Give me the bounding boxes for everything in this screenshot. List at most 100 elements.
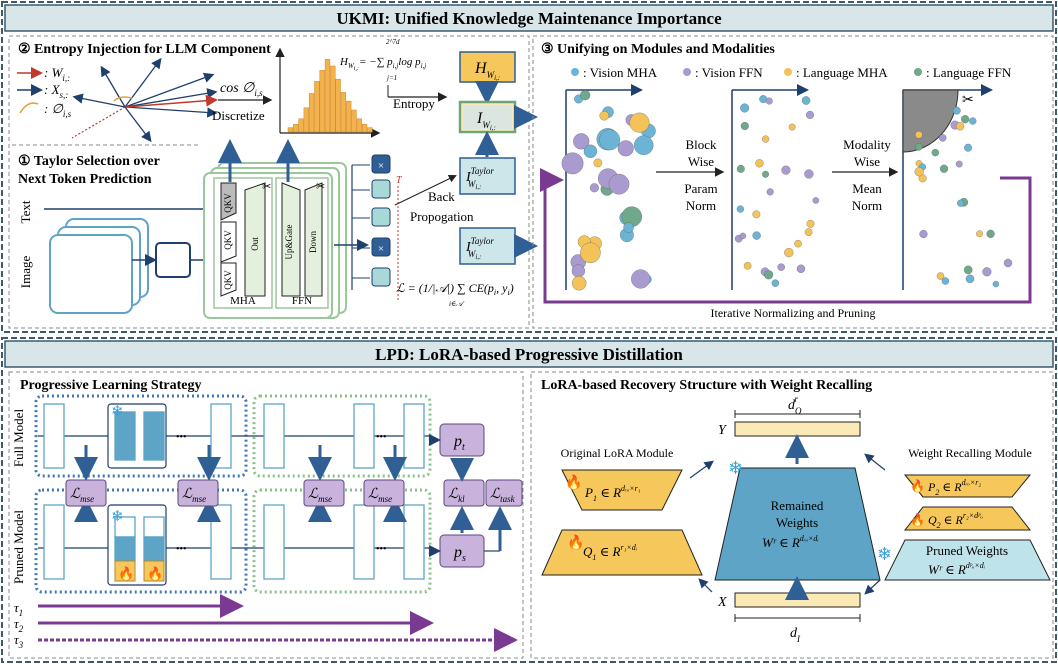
scissors-icon-ffn: ✂ — [316, 181, 325, 193]
hist-bar — [330, 65, 336, 133]
importance-dot — [969, 117, 977, 125]
importance-dot — [599, 110, 610, 121]
importance-dot — [914, 167, 924, 177]
text-label: Text — [18, 200, 33, 223]
hist-bar — [367, 127, 373, 133]
importance-dot — [804, 228, 813, 236]
taylor-heading-1: ① Taylor Selection over — [18, 154, 160, 169]
importance-dot — [919, 230, 928, 239]
importance-dot — [599, 129, 620, 151]
cos-label: cos ∅i,s — [220, 81, 263, 98]
p1-label: P1 ∈ Rdᵣₒ×r₁ — [584, 484, 641, 503]
layer-column — [210, 403, 232, 469]
strategy-panel — [8, 371, 524, 659]
snowflake-icon: ❄ — [111, 509, 124, 525]
iterative-loop-arrow — [540, 168, 1032, 304]
layer-column — [353, 504, 375, 580]
p2-label: P2 ∈ Rdᵣₒ×r₂ — [927, 478, 981, 497]
importance-dot — [915, 131, 923, 139]
pruned-weights-formula: Wʳ ∈ Rdᵖₒ×dᵢ — [928, 561, 985, 577]
i-box-label: IWi,: — [476, 110, 496, 132]
pt-label: pt — [453, 433, 465, 453]
importance-dot — [957, 199, 965, 207]
qkv-bottom-label: QKV — [223, 270, 233, 290]
hist-bar — [319, 70, 325, 133]
importance-dot — [743, 262, 752, 270]
importance-dot — [740, 121, 749, 130]
strategy-heading: Progressive Learning Strategy — [20, 378, 201, 393]
mean-norm-label: Norm — [852, 198, 882, 213]
ukmi-left-panel — [8, 35, 530, 329]
ukmi-title: UKMI: Unified Knowledge Maintenance Impo… — [336, 9, 722, 28]
qkv-bottom — [220, 262, 237, 297]
remained-label-2: Weights — [776, 515, 818, 530]
layer-column — [403, 504, 425, 580]
histogram — [275, 47, 381, 138]
fire-icon-p2: 🔥 — [910, 479, 925, 493]
importance-dot — [992, 280, 999, 288]
importance-dot — [736, 164, 745, 173]
importance-dot — [777, 263, 785, 271]
backprop-label-1: Back — [428, 189, 455, 204]
recalling-label: Weight Recalling Module — [908, 446, 1032, 460]
out-block — [244, 182, 266, 297]
lora-block — [143, 560, 165, 582]
importance-dot — [976, 230, 983, 238]
layer-column — [403, 403, 425, 469]
layer-column — [353, 403, 375, 469]
pruned-weights-trapezoid — [884, 539, 1051, 581]
unify-plot-3: ✂ — [902, 84, 993, 290]
original-lora-label: Original LoRA Module — [561, 446, 674, 460]
fire-icon: 🔥 — [147, 566, 163, 581]
y-bar — [734, 421, 861, 437]
importance-dot — [573, 133, 590, 150]
vision-encoder-box — [155, 242, 191, 278]
output-token — [371, 154, 391, 174]
q2-trapezoid — [903, 506, 1032, 531]
importance-dot — [939, 164, 949, 173]
legend-phi: : ∅i,s — [44, 101, 72, 119]
importance-dot — [583, 144, 598, 158]
importance-dot — [986, 229, 995, 238]
loss-box — [363, 479, 405, 507]
importance-dot — [766, 188, 774, 196]
output-tokens: ×× — [352, 154, 391, 287]
layer-column — [143, 411, 165, 461]
loss-box — [65, 479, 107, 507]
qkv-top-label: QKV — [223, 193, 233, 213]
legend-x: : Xs,: — [44, 82, 68, 100]
pruned-weights-label: Pruned Weights — [926, 543, 1008, 558]
importance-dot — [765, 97, 773, 105]
importance-dot — [936, 272, 945, 280]
ukmi-outer-frame — [1, 1, 1057, 333]
iterative-label: Iterative Normalizing and Pruning — [711, 306, 876, 320]
hist-bar — [314, 81, 320, 133]
lora-panel — [530, 371, 1054, 659]
remained-formula: Wʳ ∈ Rdᵣₒ×dᵢ — [762, 534, 819, 550]
unify-plot-2 — [731, 84, 809, 290]
layer-column — [143, 536, 165, 562]
importance-dot — [963, 265, 973, 275]
ellipsis: ••• — [376, 432, 387, 443]
importance-dot — [589, 183, 599, 193]
importance-dot — [1003, 258, 1013, 268]
hist-bar — [324, 59, 331, 133]
itaylor-box-top — [459, 157, 516, 195]
tau3-label: τ3 — [14, 632, 24, 650]
hist-bar — [303, 107, 309, 133]
legend-dot — [784, 68, 792, 76]
close-icon: × — [378, 243, 384, 255]
hist-bar — [340, 92, 347, 133]
image-label: Image — [18, 256, 33, 289]
importance-dot — [571, 264, 585, 278]
legend-w: : Wi,: — [44, 65, 70, 83]
importance-dot — [771, 279, 780, 287]
unify-legend: : Vision MHA: Vision FFN: Language MHA: … — [571, 65, 1012, 80]
loss-label: ℒmse — [70, 487, 94, 504]
qkv-top — [220, 182, 237, 221]
q2-label: Q2 ∈ Rr₂×dᵖₒ — [928, 511, 983, 530]
legend-label: : Language FFN — [926, 65, 1012, 80]
loss-sum-sub: i∈𝒜 — [449, 300, 465, 308]
tau2-label: τ2 — [14, 616, 24, 634]
